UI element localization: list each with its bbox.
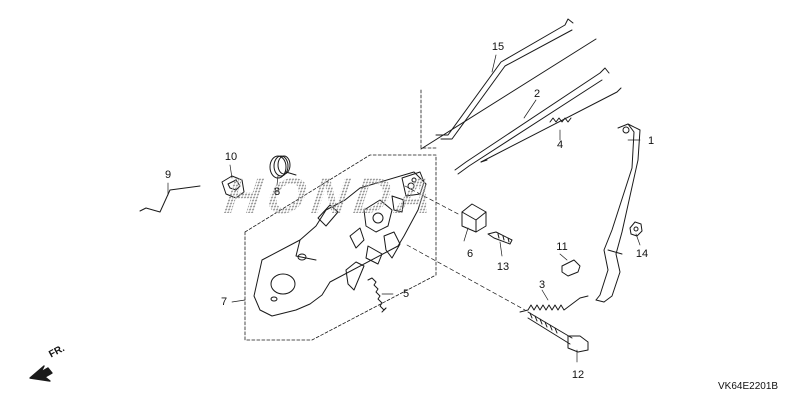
wire-rod-9 [139,185,201,213]
callout-14: 14 [635,248,649,260]
callout-10: 10 [224,151,238,163]
callout-12: 12 [571,369,585,381]
control-plate-7 [253,171,427,317]
callout-11: 11 [556,241,568,253]
callout-7: 7 [220,296,228,308]
callout-15: 15 [491,41,505,53]
block-6 [461,203,487,233]
callout-3: 3 [538,279,546,291]
long-rod [420,38,622,163]
spring-5 [367,277,387,313]
control-rod-15 [435,18,574,140]
screw-13 [487,231,513,245]
plate-levers [345,195,405,291]
callout-8: 8 [273,186,281,198]
spring-4 [549,117,572,123]
callout-5: 5 [402,288,410,300]
leader-lines [167,54,641,363]
spring-3 [519,295,589,313]
clip-11 [561,259,581,277]
callout-4: 4 [556,139,564,151]
choke-rod-2 [454,67,610,175]
front-arrow-icon [29,365,53,382]
callout-13: 13 [496,261,510,273]
callout-2: 2 [533,88,541,100]
callout-9: 9 [164,169,172,181]
torsion-spring-8 [269,155,297,179]
callout-1: 1 [647,135,655,147]
nut-14 [629,221,643,237]
clip-10 [221,175,245,199]
bolt-12 [527,311,589,353]
assembly-outline [244,89,437,341]
governor-arm-1 [595,123,641,303]
callout-6: 6 [466,248,474,260]
diagram-code: VK64E2201B [718,381,779,392]
